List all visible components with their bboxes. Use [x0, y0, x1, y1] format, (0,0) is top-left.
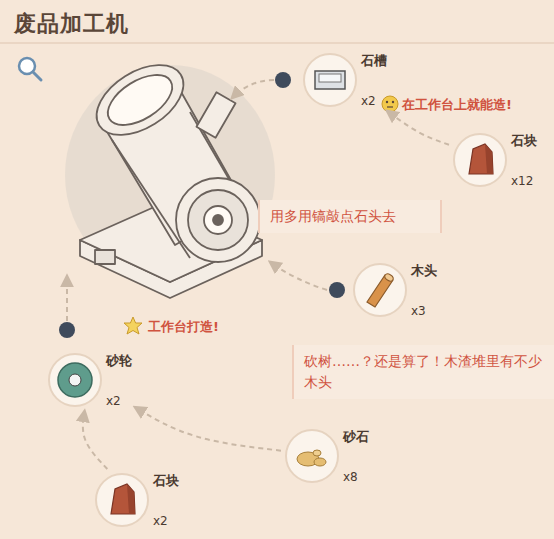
recipe-arrow — [83, 411, 107, 469]
item-text: 木头 x3 — [411, 262, 437, 318]
item-icon — [47, 352, 103, 408]
item-node: 石块 x12 — [452, 132, 537, 188]
item-name: 木头 — [411, 262, 437, 280]
item-count: x2 — [153, 514, 179, 528]
feed-arrow — [66, 276, 68, 321]
item-text: 石槽 x2 — [361, 52, 387, 108]
item-icon — [284, 428, 340, 484]
item-node: 木头 x3 — [352, 262, 437, 318]
recipe-arrow — [135, 407, 281, 451]
item-node: 石槽 x2 — [302, 52, 387, 108]
hint-box: 砍树……？还是算了！木渣堆里有不少木头 — [292, 345, 554, 399]
step-dot — [275, 72, 291, 88]
recipe-arrow — [387, 111, 449, 145]
item-count: x8 — [343, 470, 369, 484]
item-name: 石块 — [153, 472, 179, 490]
item-count: x2 — [361, 94, 387, 108]
item-text: 石块 x12 — [511, 132, 537, 188]
magnifier-icon — [19, 58, 41, 80]
craft-note: 工作台打造! — [148, 318, 219, 336]
title-rule — [0, 42, 554, 44]
hint-text: 砍树……？还是算了！木渣堆里有不少木头 — [304, 351, 544, 393]
smiley-icon — [382, 96, 398, 112]
feed-arrow — [232, 80, 274, 98]
item-count: x3 — [411, 304, 437, 318]
craft-note: 在工作台上就能造! — [402, 96, 512, 114]
item-node: 石块 x2 — [94, 472, 179, 528]
item-count: x2 — [106, 394, 132, 408]
feed-arrow — [270, 262, 327, 290]
item-name: 石槽 — [361, 52, 387, 70]
item-count: x12 — [511, 174, 537, 188]
item-icon — [94, 472, 150, 528]
item-icon — [302, 52, 358, 108]
item-node: 砂石 x8 — [284, 428, 369, 484]
item-icon — [452, 132, 508, 188]
item-text: 砂轮 x2 — [106, 352, 132, 408]
item-icon — [352, 262, 408, 318]
item-name: 石块 — [511, 132, 537, 150]
item-text: 石块 x2 — [153, 472, 179, 528]
machine-drawing — [65, 51, 275, 298]
hint-box: 用多用镐敲点石头去 — [258, 200, 442, 233]
item-name: 砂石 — [343, 428, 369, 446]
item-name: 砂轮 — [106, 352, 132, 370]
item-node: 砂轮 x2 — [47, 352, 132, 408]
step-dot — [59, 322, 75, 338]
item-text: 砂石 x8 — [343, 428, 369, 484]
star-icon — [124, 317, 142, 334]
step-dot — [329, 282, 345, 298]
hint-text: 用多用镐敲点石头去 — [270, 206, 430, 227]
title: 废品加工机 — [14, 9, 129, 39]
